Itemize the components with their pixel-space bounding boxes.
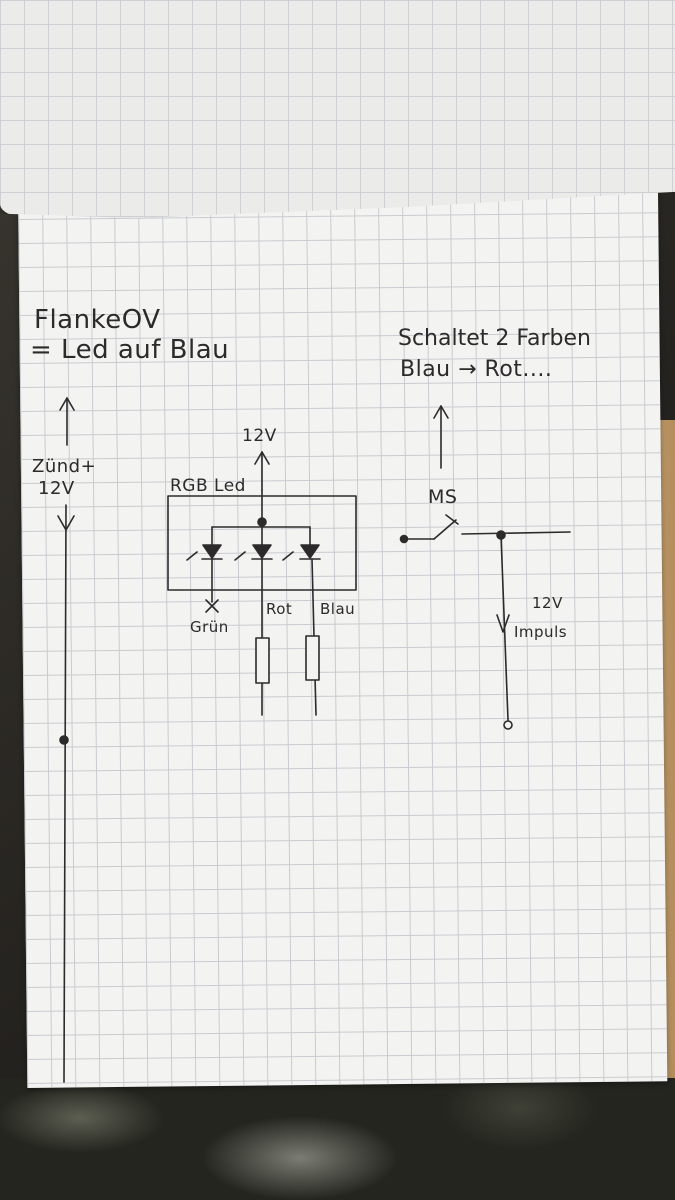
schaltet-note-line2: Blau → Rot....: [400, 357, 553, 382]
impuls-voltage-label: 12V: [532, 594, 563, 612]
impuls-label: Impuls: [514, 623, 568, 641]
gruen-label: Grün: [190, 618, 229, 636]
ms-switch-circuit: [399, 405, 571, 730]
curled-notebook-page: [0, 0, 675, 218]
schaltet-note-line1: Schaltet 2 Farben: [398, 326, 591, 351]
ignition-wire: [57, 397, 75, 1083]
supply-voltage-label: 12V: [242, 426, 277, 446]
zuend-label-line1: Zünd+: [32, 456, 97, 477]
flanke-note-line2: = Led auf Blau: [30, 335, 230, 365]
zuend-label-line2: 12V: [38, 478, 75, 499]
camouflage-fabric: [0, 1078, 675, 1200]
rot-label: Rot: [266, 600, 293, 618]
ms-switch-label: MS: [428, 486, 458, 508]
blau-label: Blau: [320, 600, 356, 618]
rgb-led-label: RGB Led: [170, 476, 246, 496]
flanke-note-line1: FlankeOV: [34, 305, 161, 335]
rgb-led-circuit: [167, 451, 357, 716]
